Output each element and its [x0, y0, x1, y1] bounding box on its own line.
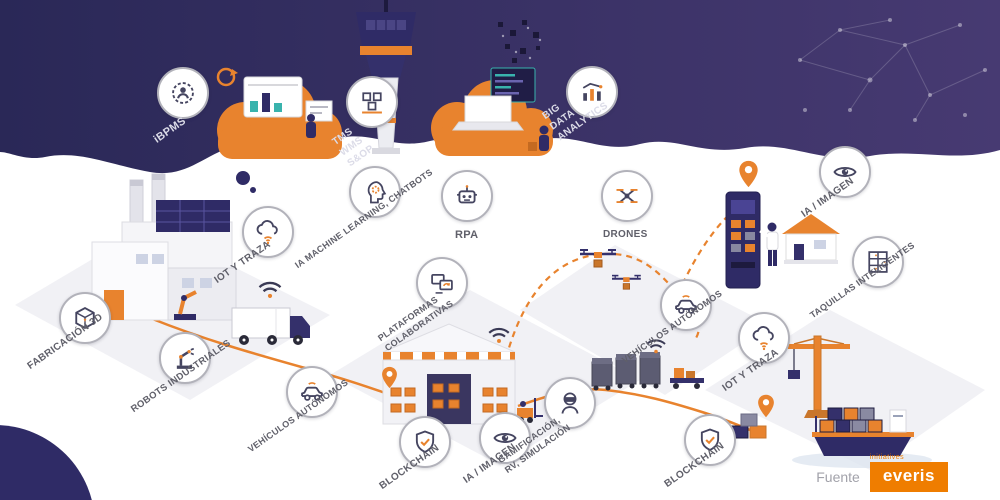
- tech-node-blockchain-warehouse: BLOCKCHAIN: [378, 416, 451, 492]
- plataformas-circle: [416, 257, 468, 309]
- port-crane-illustration: [788, 335, 850, 418]
- truck-illustration: [231, 307, 310, 345]
- tech-node-ibpms: iBPMS: [152, 67, 209, 146]
- brand-logo: initiatives everis: [869, 454, 948, 492]
- tms-circle: [346, 76, 398, 128]
- corner-blob-decoration: [0, 425, 92, 500]
- tech-node-big-data-analytics: BIG DATA ANALYTICS: [541, 66, 618, 143]
- tech-node-iot-traza-port: IOT Y TRAZA: [721, 312, 790, 394]
- tech-node-plataformas-colaborativas: PLATAFORMAS COLABORATIVAS: [376, 257, 468, 353]
- forklift-illustration: [517, 398, 543, 423]
- warehouse-illustration: [382, 323, 543, 425]
- tech-node-ia-imagen-delivery: IA / IMAGEN: [800, 146, 871, 220]
- gamificacion-circle: [544, 377, 596, 429]
- taquillas-circle: [852, 236, 904, 288]
- wave-drop-decoration: [236, 171, 250, 185]
- locker-kiosk-illustration: [725, 191, 779, 289]
- rpa-label: RPA: [455, 229, 479, 241]
- wave-drop-decoration-small: [250, 187, 256, 193]
- drones-illustration: [580, 249, 641, 290]
- factory-robot-arm: [174, 290, 197, 320]
- big-data-circle: [566, 66, 618, 118]
- vehiculos-autonomos-circle: [660, 279, 712, 331]
- ia-imagen-circle: [819, 146, 871, 198]
- tech-node-taquillas-inteligentes: TAQUILLAS INTELIGENTES: [808, 236, 916, 320]
- tech-node-tms-wms-sop: TMS WMS S&OP: [331, 76, 398, 169]
- delivery-robots-illustration: [591, 352, 704, 391]
- person-illustration: [759, 222, 779, 266]
- robots-industriales-circle: [159, 332, 211, 384]
- network-pattern-decoration: [798, 18, 987, 122]
- tech-node-drones: DRONES: [601, 170, 653, 240]
- tech-node-ia-machine-learning: IA MACHINE LEARNING, CHATBOTS: [293, 166, 434, 270]
- brand-small-text: initiatives: [869, 454, 905, 461]
- factory-illustration: [91, 173, 237, 321]
- tech-node-rpa: RPA: [441, 170, 493, 241]
- tech-node-fabricacion-3d: FABRICACIÓN 3D: [26, 292, 111, 372]
- location-pin-icon: [739, 160, 758, 188]
- everis-logo: everis: [869, 462, 948, 492]
- vehiculos-autonomos-circle: [286, 366, 338, 418]
- tech-node-vehiculos-autonomos-last-mile: VEHÍCULOS AUTÓNOMOS: [620, 279, 724, 365]
- drones-circle: [601, 170, 653, 222]
- ibpms-circle: [157, 67, 209, 119]
- tech-node-robots-industriales: ROBOTS INDUSTRIALES: [129, 332, 233, 415]
- dock-containers-illustration: [731, 413, 767, 439]
- robot-icon: [453, 182, 481, 210]
- drone-icon: [613, 182, 641, 210]
- cloud-platform-left-illustration: [216, 67, 342, 159]
- blockchain-circle: [399, 416, 451, 468]
- cloud-platform-right-illustration: [431, 67, 553, 156]
- tech-node-blockchain-port: BLOCKCHAIN: [663, 414, 736, 490]
- rpa-circle: [441, 170, 493, 222]
- blockchain-circle: [684, 414, 736, 466]
- fabricacion-3d-circle: [59, 292, 111, 344]
- footer-source: Fuente initiatives everis: [816, 454, 948, 492]
- ia-imagen-circle: [479, 412, 531, 464]
- house-illustration: [782, 214, 840, 264]
- data-burst-decoration: [498, 20, 542, 63]
- gear-person-icon: [169, 79, 197, 107]
- tech-node-gamificacion: GAMIFICACIÓN, RV, SIMULACIÓN: [496, 377, 596, 475]
- source-label: Fuente: [816, 469, 860, 485]
- iot-circle: [738, 312, 790, 364]
- planning-pallet-icon: [358, 88, 386, 116]
- drones-label: DRONES: [603, 229, 648, 240]
- iot-circle: [242, 206, 294, 258]
- ia-ml-circle: [349, 166, 401, 218]
- tech-node-vehiculos-autonomos-truck: VEHÍCULOS AUTÓNOMOS: [246, 366, 350, 454]
- tech-node-ia-imagen-warehouse: IA / IMAGEN: [462, 412, 531, 486]
- tech-node-iot-traza-factory: IOT Y TRAZA: [213, 206, 294, 286]
